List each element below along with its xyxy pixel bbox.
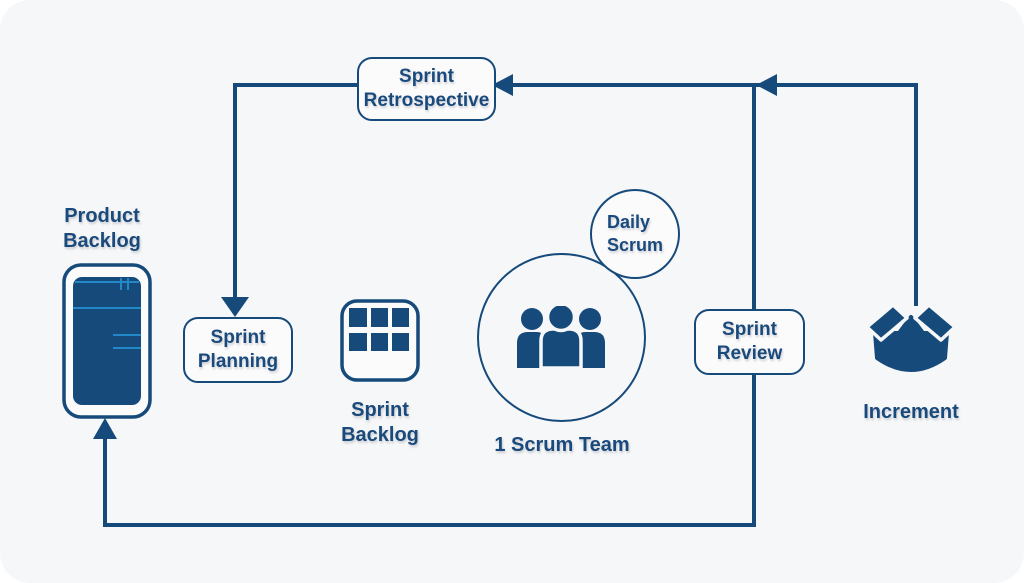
arrowhead-into-retrospective-icon [492,74,513,96]
increment-label: Increment [863,401,959,423]
task-grid-icon [340,299,420,382]
open-box-icon [865,303,957,372]
scrum-team-label: 1 Scrum Team [494,434,630,456]
sprint-planning-box: Sprint Planning [183,317,293,383]
connector-top-h [512,83,918,87]
scrum-team-circle [477,253,646,422]
connector-retro-to-planning-v [233,83,237,299]
sprint-review-label: Sprint Review [716,319,783,364]
connector-review-up-v [752,85,756,311]
product-backlog-label: Product Backlog [63,205,141,252]
connector-bottom-h [103,523,756,527]
backlog-list-icon [62,263,152,419]
connector-retro-to-planning-h [233,83,359,87]
sprint-retrospective-label: Sprint Retrospective [363,66,490,111]
arrowhead-increment-merge-icon [756,74,777,96]
arrowhead-into-product-backlog-icon [93,418,117,439]
sprint-backlog-label: Sprint Backlog [341,399,419,446]
connector-review-down-v [752,369,756,527]
arrowhead-into-planning-icon [221,297,249,317]
sprint-planning-label: Sprint Planning [197,327,279,372]
daily-scrum-label: Daily Scrum [606,212,664,255]
daily-scrum-circle: Daily Scrum [590,189,680,279]
connector-backlog-up-v [103,432,107,527]
team-people-icon [517,306,605,368]
sprint-review-box: Sprint Review [694,309,805,375]
sprint-retrospective-box: Sprint Retrospective [357,57,496,121]
connector-increment-up-v [914,85,918,306]
